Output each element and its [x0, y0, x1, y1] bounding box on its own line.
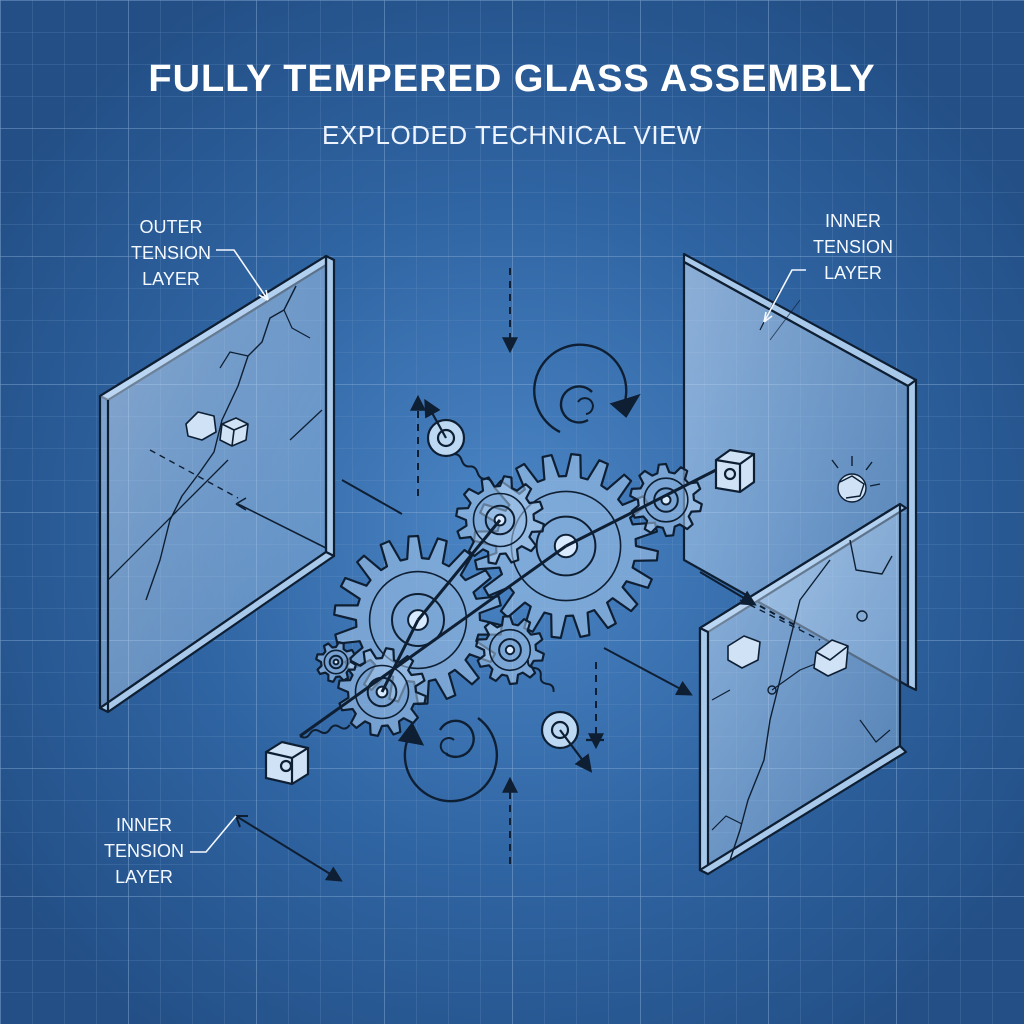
rotate-arrow-icon: [397, 717, 499, 803]
callout-inner-tension-layer-bottom: INNER TENSION LAYER: [96, 812, 192, 890]
axle-rod: [416, 519, 502, 621]
crack-line: [711, 815, 743, 831]
axle-rod: [380, 619, 420, 693]
glass-fragment-icon: [727, 635, 849, 677]
callout-line: INNER: [824, 211, 881, 231]
axle-rod: [299, 544, 567, 738]
crack-line: [145, 285, 297, 601]
crack-line: [283, 309, 311, 339]
callout-line: TENSION: [130, 243, 211, 263]
axle-rod: [565, 468, 717, 548]
callout-line: INNER: [115, 815, 172, 835]
callout-line: LAYER: [115, 867, 173, 887]
arrow-right-upper: [699, 571, 757, 606]
diagram-title: FULLY TEMPERED GLASS ASSEMBLY: [148, 58, 876, 100]
crack-line: [219, 351, 249, 369]
crack-line: [859, 719, 891, 743]
arrow-diagonal-bottom: [235, 815, 343, 882]
callout-line: LAYER: [824, 263, 882, 283]
guide-arrows: [235, 268, 801, 882]
crack-line: [849, 539, 893, 575]
connector-left: [341, 479, 403, 515]
callout-inner-tension-layer-top: INNER TENSION LAYER: [806, 208, 900, 286]
glass-fragment-icon: [185, 411, 249, 447]
target-nodes: [424, 398, 604, 773]
rotate-arrow-icon: [533, 343, 641, 434]
crack-line: [729, 559, 831, 861]
mounting-block: [264, 448, 756, 786]
gear-cluster: [299, 453, 717, 738]
callout-line: LAYER: [142, 269, 200, 289]
callout-line: TENSION: [812, 237, 893, 257]
gear-icon: [475, 614, 545, 686]
gear-icon: [315, 641, 357, 683]
callout-line: TENSION: [103, 841, 184, 861]
diagram-subtitle: EXPLODED TECHNICAL VIEW: [322, 120, 702, 150]
arrow-right-lower: [603, 647, 693, 696]
callout-line: OUTER: [139, 217, 203, 237]
right-front-glass-pane: [698, 502, 908, 876]
glass-fragment-icon: [831, 456, 881, 503]
left-glass-pane: [98, 254, 336, 714]
callout-outer-tension-layer: OUTER TENSION LAYER: [126, 214, 216, 292]
